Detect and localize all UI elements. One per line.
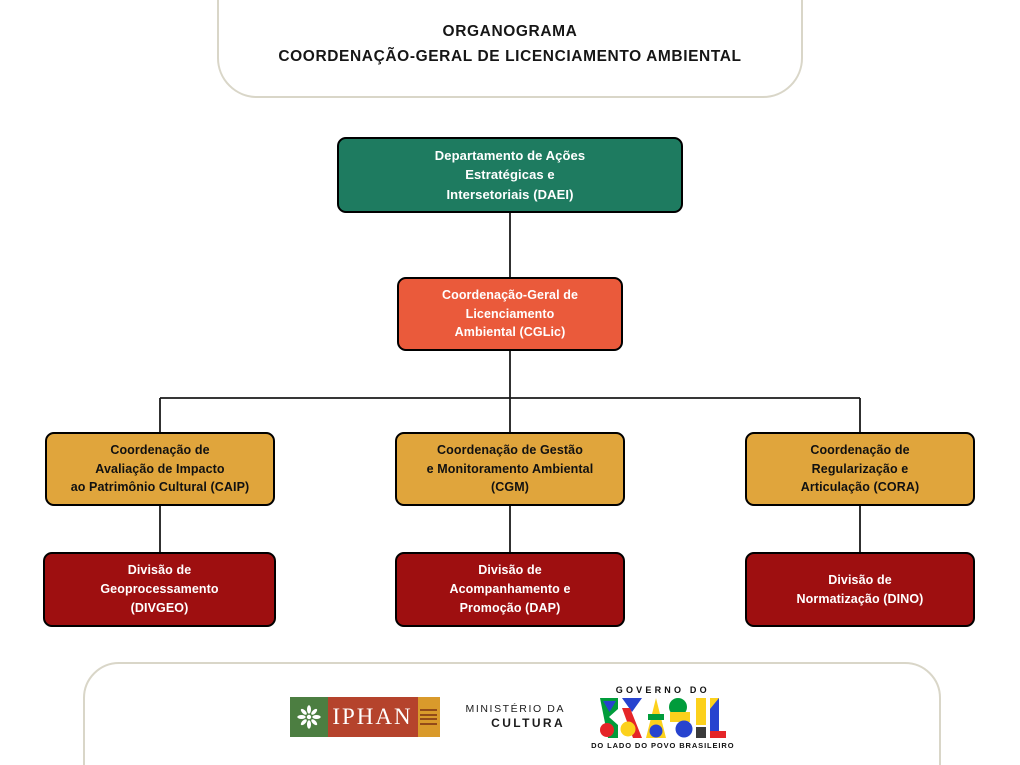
org-node-cora: Coordenação de Regularização e Articulaç…: [745, 432, 975, 506]
iphan-wordmark: IPHAN: [327, 697, 418, 737]
org-node-caip: Coordenação de Avaliação de Impacto ao P…: [45, 432, 275, 506]
page-subtitle: COORDENAÇÃO-GERAL DE LICENCIAMENTO AMBIE…: [278, 48, 742, 65]
org-node-dino-label: Divisão de Normatização (DINO): [796, 572, 924, 606]
org-node-daei-label: Departamento de Ações Estratégicas e Int…: [434, 147, 586, 202]
org-node-cgm: Coordenação de Gestão e Monitoramento Am…: [395, 432, 625, 506]
title-card: ORGANOGRAMA COORDENAÇÃO-GERAL DE LICENCI…: [217, 0, 803, 98]
footer-logos: IPHAN MINISTÉRIO DA CULTURA GOVERNO DO: [289, 685, 735, 750]
org-node-dino: Divisão de Normatização (DINO): [745, 552, 975, 627]
org-node-caip-label: Coordenação de Avaliação de Impacto ao P…: [70, 442, 250, 495]
iphan-rosette-icon: [289, 697, 328, 737]
ministerio-cultura-logo: MINISTÉRIO DA CULTURA: [466, 703, 566, 731]
iphan-logo: IPHAN: [289, 697, 440, 737]
ministerio-line2: CULTURA: [491, 716, 566, 731]
org-node-divgeo: Divisão de Geoprocessamento (DIVGEO): [43, 552, 276, 627]
page-title: ORGANOGRAMA: [442, 23, 578, 40]
org-node-cora-label: Coordenação de Regularização e Articulaç…: [800, 442, 920, 495]
org-node-cglic: Coordenação-Geral de Licenciamento Ambie…: [397, 277, 623, 351]
ministerio-line1: MINISTÉRIO DA: [465, 702, 566, 715]
brasil-wordmark: [599, 697, 726, 738]
org-node-cgm-label: Coordenação de Gestão e Monitoramento Am…: [426, 442, 594, 495]
org-node-dap: Divisão de Acompanhamento e Promoção (DA…: [395, 552, 625, 627]
governo-bottom-text: DO LADO DO POVO BRASILEIRO: [591, 740, 735, 750]
org-node-daei: Departamento de Ações Estratégicas e Int…: [337, 137, 683, 213]
org-node-cglic-label: Coordenação-Geral de Licenciamento Ambie…: [441, 287, 579, 340]
governo-top-text: GOVERNO DO: [615, 684, 710, 695]
governo-do-brasil-logo: GOVERNO DO: [591, 685, 734, 750]
footer-card: IPHAN MINISTÉRIO DA CULTURA GOVERNO DO: [83, 662, 941, 765]
org-node-dap-label: Divisão de Acompanhamento e Promoção (DA…: [449, 563, 571, 615]
iphan-subtext-block: [417, 697, 440, 737]
org-node-divgeo-label: Divisão de Geoprocessamento (DIVGEO): [100, 563, 219, 615]
